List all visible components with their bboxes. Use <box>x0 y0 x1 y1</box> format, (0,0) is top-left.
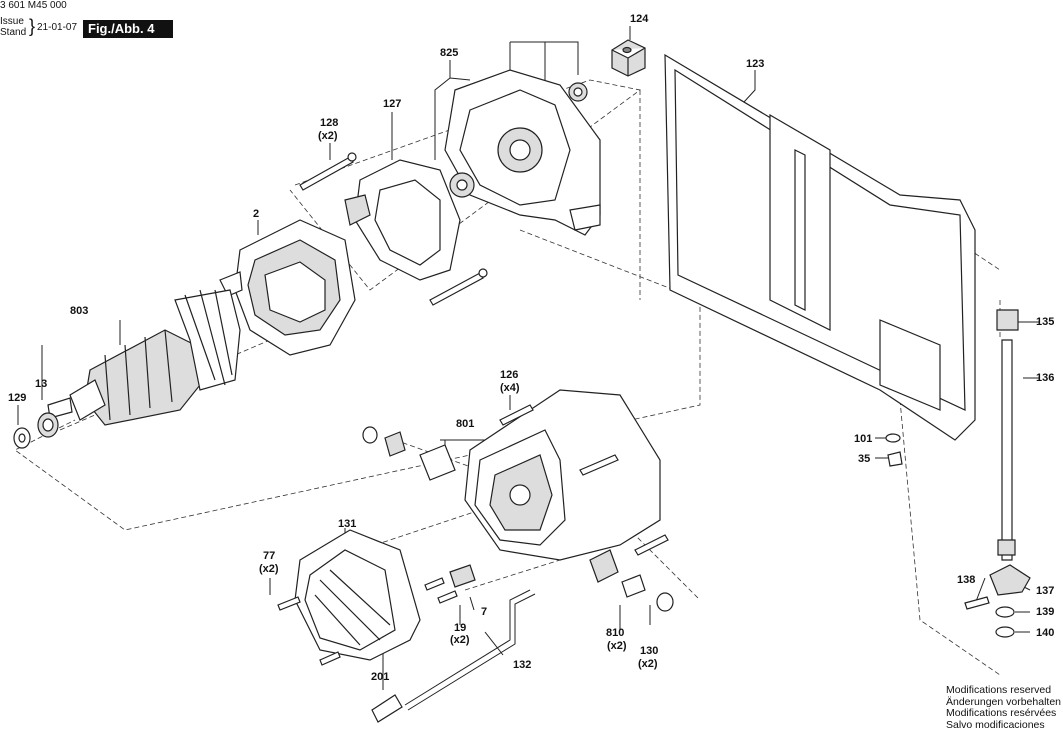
small-screws-part <box>277 564 476 666</box>
long-screws-part <box>299 152 488 306</box>
bearing-plate-part <box>444 69 601 236</box>
part-label-128: 128 <box>320 117 339 129</box>
part-qty-19: (x2) <box>450 634 470 646</box>
part-label-13: 13 <box>35 378 48 390</box>
part-label-101: 101 <box>854 433 873 445</box>
part-label-138: 138 <box>957 574 976 586</box>
fan-shroud-part <box>344 159 461 281</box>
bearing-and-washer-part <box>13 412 59 449</box>
part-label-126: 126 <box>500 369 519 381</box>
part-label-140: 140 <box>1036 627 1055 639</box>
part-label-131: 131 <box>338 518 357 530</box>
part-label-127: 127 <box>383 98 402 110</box>
part-label-35: 35 <box>858 453 871 465</box>
assembly-outline-lower <box>329 439 701 601</box>
issue-brace: } <box>29 16 36 36</box>
part-label-139: 139 <box>1036 606 1055 618</box>
part-label-19: 19 <box>454 622 467 634</box>
carbon-brush-parts <box>362 426 674 612</box>
part-label-123: 123 <box>746 58 765 70</box>
field-coil-part <box>219 219 356 356</box>
figure-badge: Fig./Abb. 4 <box>83 20 173 38</box>
part-qty-810: (x2) <box>607 640 627 652</box>
part-label-810: 810 <box>606 627 625 639</box>
assembly-outline-right <box>639 90 1001 676</box>
part-label-124: 124 <box>630 13 649 25</box>
part-qty-77: (x2) <box>259 563 279 575</box>
part-label-803: 803 <box>70 305 89 317</box>
sleeve-part <box>371 694 403 723</box>
part-label-132: 132 <box>513 659 532 671</box>
note-line-en: Modifications reserved <box>946 684 1052 696</box>
part-label-136: 136 <box>1036 372 1055 384</box>
note-line-de: Änderungen vorbehalten <box>946 695 1062 708</box>
issue-label: Issue <box>0 16 24 27</box>
part-label-201: 201 <box>371 671 390 683</box>
base-plate-part <box>664 53 976 441</box>
part-label-7: 7 <box>481 606 488 618</box>
rubber-block-part <box>611 39 646 77</box>
part-qty-126: (x4) <box>500 382 520 394</box>
issue-date: 21-01-07 <box>37 22 78 33</box>
armature-part <box>47 289 241 426</box>
motor-housing-part <box>464 389 669 561</box>
part-label-137: 137 <box>1036 585 1055 597</box>
part-label-135: 135 <box>1036 316 1055 328</box>
doc-number: 3 601 M45 000 <box>0 0 67 11</box>
part-qty-130: (x2) <box>638 658 658 670</box>
part-label-825: 825 <box>440 47 459 59</box>
note-line-fr: Modifications resérvées <box>946 707 1057 719</box>
spindle-assembly-part <box>885 309 1031 638</box>
part-label-801: 801 <box>456 418 475 430</box>
part-label-2: 2 <box>253 208 260 220</box>
part-qty-128: (x2) <box>318 130 338 142</box>
part-label-130: 130 <box>640 645 659 657</box>
cable-part <box>404 589 536 711</box>
part-label-129: 129 <box>8 392 27 404</box>
end-cover-part <box>294 529 421 661</box>
note-line-es: Salvo modificaciones <box>946 718 1045 731</box>
stand-label: Stand <box>0 27 27 38</box>
part-label-77: 77 <box>263 550 276 562</box>
modifications-note: Modifications reserved Änderungen vorbeh… <box>946 684 1062 731</box>
